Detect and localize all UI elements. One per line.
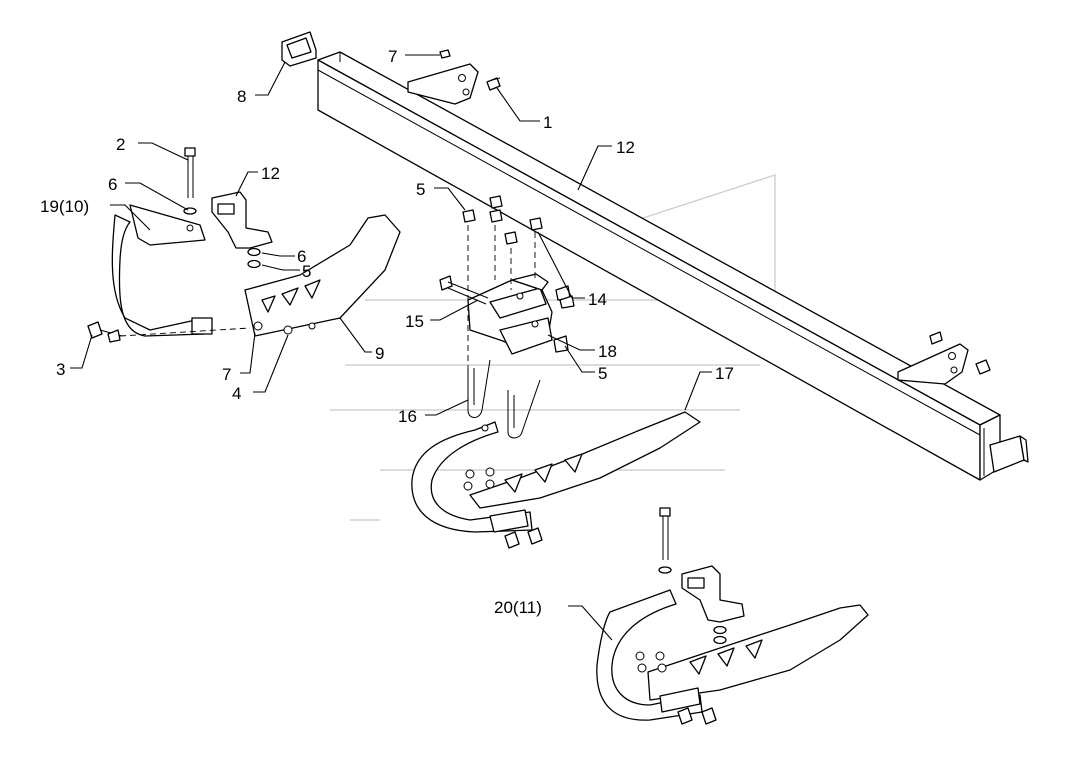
callout-19-10: 19(10) bbox=[40, 197, 89, 216]
callout-18: 18 bbox=[598, 342, 617, 361]
callout-20-11: 20(11) bbox=[494, 598, 542, 617]
callout-5-center-top: 5 bbox=[416, 180, 425, 199]
top-bracket bbox=[407, 49, 501, 105]
callout-7-top: 7 bbox=[388, 47, 397, 66]
u-bolts bbox=[467, 359, 541, 439]
callout-14: 14 bbox=[588, 290, 607, 309]
left-small-bolts bbox=[87, 321, 251, 343]
left-sweep-blade bbox=[244, 214, 401, 337]
callout-16: 16 bbox=[398, 407, 417, 426]
callout-17: 17 bbox=[715, 364, 734, 383]
callout-2: 2 bbox=[116, 135, 125, 154]
callout-7-left: 7 bbox=[222, 365, 231, 384]
center-sweep-blade bbox=[463, 411, 701, 549]
center-bolt bbox=[439, 275, 489, 305]
center-shank bbox=[411, 421, 533, 533]
callout-1: 1 bbox=[543, 113, 552, 132]
callout-12-left: 12 bbox=[261, 164, 280, 183]
callout-3: 3 bbox=[56, 360, 65, 379]
right-bracket bbox=[897, 331, 991, 385]
callout-labels: 1 2 3 4 5 5 5 6 6 7 7 8 9 12 12 14 15 16… bbox=[40, 47, 734, 617]
callout-6-left-bracket: 6 bbox=[297, 247, 306, 266]
left-shank bbox=[111, 204, 213, 337]
center-post-bracket bbox=[467, 273, 553, 355]
callout-6-left-top: 6 bbox=[108, 175, 117, 194]
end-cap-bottom bbox=[989, 435, 1029, 473]
left-bolt bbox=[183, 147, 197, 215]
main-frame-tube bbox=[317, 51, 1001, 481]
callout-15: 15 bbox=[405, 312, 424, 331]
left-clamp-bracket bbox=[211, 191, 273, 269]
callout-12-top: 12 bbox=[616, 138, 635, 157]
bottom-sweep-blade bbox=[635, 604, 869, 725]
callout-9: 9 bbox=[375, 344, 384, 363]
callout-5-center-bottom: 5 bbox=[598, 364, 607, 383]
end-cap-top bbox=[281, 31, 317, 67]
callout-8: 8 bbox=[237, 87, 246, 106]
bottom-clamp-bracket bbox=[681, 565, 745, 645]
bottom-bolt bbox=[658, 507, 672, 574]
callout-4: 4 bbox=[232, 384, 241, 403]
callout-5-left: 5 bbox=[302, 262, 311, 281]
leader-lines bbox=[70, 54, 712, 641]
